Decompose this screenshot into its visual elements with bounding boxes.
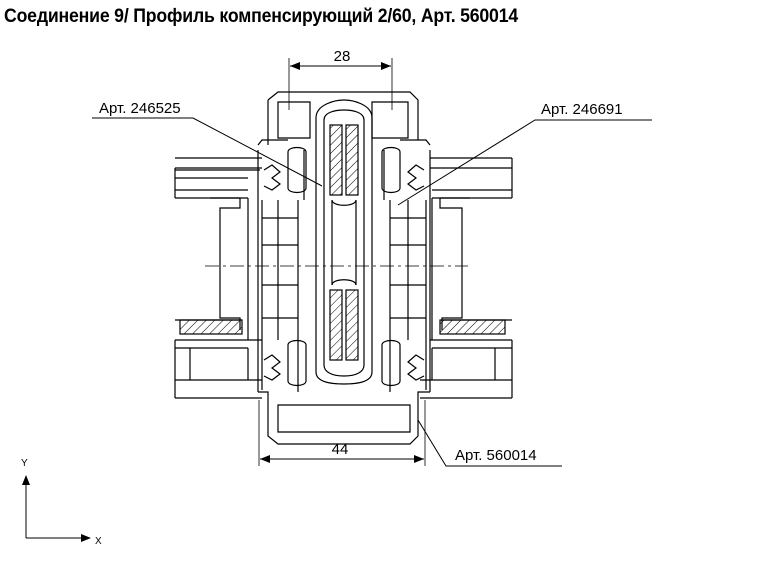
art-bottom-label: Арт. 560014 [455,447,537,464]
axis-x-label: X [95,536,102,547]
coupling-profile [257,91,431,445]
dimension-bottom: 44 [258,400,426,466]
art-left-label: Арт. 246525 [99,100,181,117]
label-art-246691: Арт. 246691 [397,101,652,206]
label-art-560014: Арт. 560014 [417,419,562,467]
dimension-top-value: 28 [334,48,351,65]
coordinate-axes: Y X [21,458,102,547]
left-frame-profile [174,157,262,399]
gasket-seals [263,146,425,387]
dimension-top: 28 [288,48,393,110]
axis-y-label: Y [21,458,28,469]
drawing-title: Соединение 9/ Профиль компенсирующий 2/6… [4,6,518,27]
dimension-bottom-value: 44 [332,441,349,458]
art-right-label: Арт. 246691 [541,101,623,118]
right-frame-profile [420,157,513,399]
label-art-246525: Арт. 246525 [92,100,323,187]
compensating-profile [315,99,373,385]
